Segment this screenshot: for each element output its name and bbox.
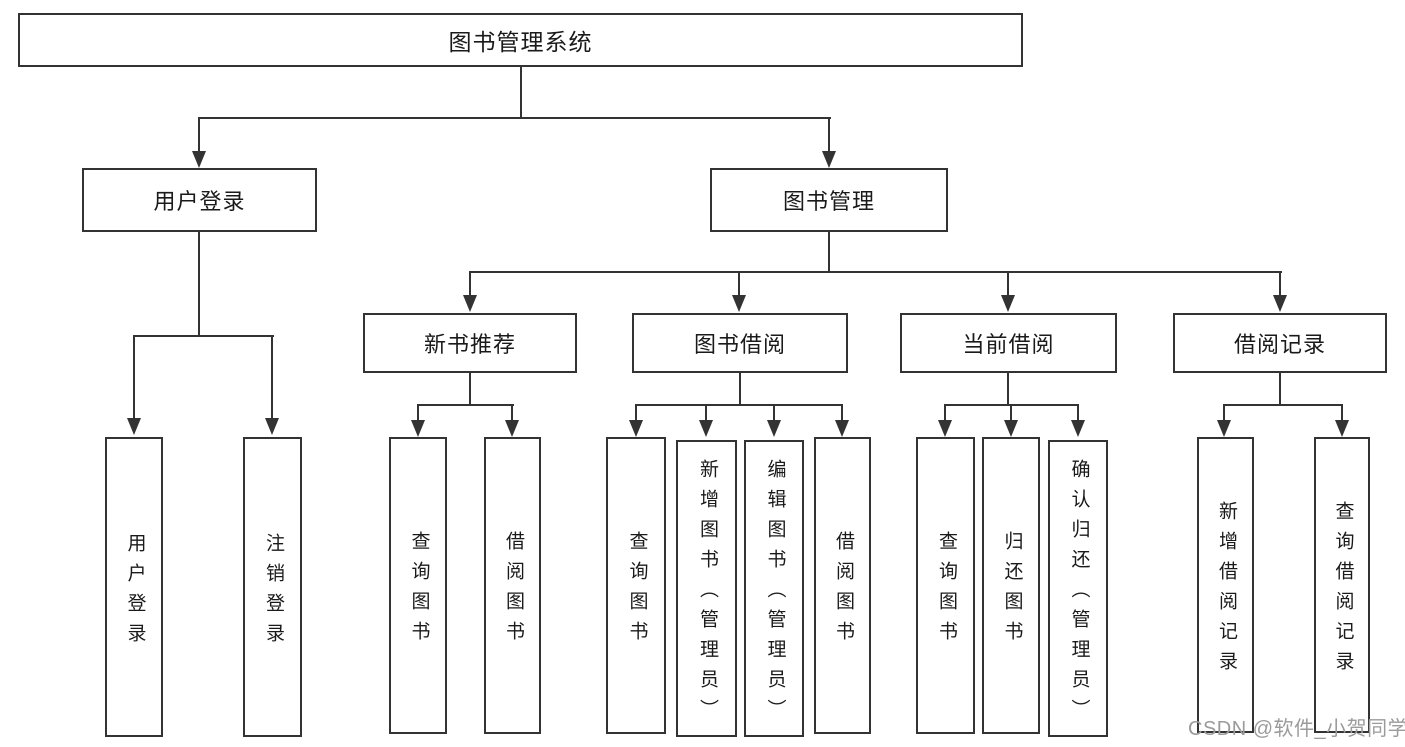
arrowhead-bor-edit [767,420,781,437]
leaf-cur-confirm-return: 确认归还（管理员） [1048,440,1108,737]
connector-new-book-rec-stem [469,373,471,406]
arrowhead-cur-query [938,420,952,437]
connector-drop-bor-query [635,404,637,422]
leaf-cur-return-books-label: 归还图书 [1001,531,1023,651]
node-book-borrowing: 图书借阅 [632,313,848,373]
leaf-cur-query-books: 查询图书 [916,437,975,734]
connector-new-book-rec-hline [417,404,514,406]
leaf-rr-add-record-label: 新增借阅记录 [1215,500,1237,681]
connector-current-borrowing-stem [1007,373,1009,406]
node-book-borrowing-label: 图书借阅 [693,332,786,357]
connector-drop-book-borrowing [738,271,740,297]
leaf-cur-confirm-return-label: 确认归还（管理员） [1068,459,1090,729]
arrowhead-rec-borrow [505,420,519,437]
leaf-bor-query-books: 查询图书 [606,437,666,734]
connector-book-borrowing-stem [739,373,741,406]
arrowhead-bor-borrow [835,420,849,437]
node-current-borrowing-label: 当前借阅 [962,332,1055,357]
leaf-bor-borrow-books: 借阅图书 [814,437,871,734]
leaf-user-login: 用户登录 [105,437,163,737]
connector-drop-leaf-logout [271,335,273,421]
arrowhead-cur-return [1004,420,1018,437]
leaf-user-login-label: 用户登录 [124,532,146,653]
connector-drop-new-book-rec [469,271,471,297]
leaf-bor-add-books: 新增图书（管理员） [676,440,737,737]
arrowhead-book-borrowing [732,295,746,312]
node-user-login-label: 用户登录 [153,189,246,214]
leaf-rec-borrow-books-label: 借阅图书 [502,531,524,651]
node-root: 图书管理系统 [18,13,1023,67]
leaf-rr-query-record: 查询借阅记录 [1314,437,1370,733]
connector-book-mgmt-stem [828,232,830,273]
arrowhead-leaf-user-login [127,418,141,435]
arrowhead-bor-add [699,420,713,437]
arrowhead-rr-add [1217,420,1231,437]
leaf-bor-edit-books: 编辑图书（管理员） [744,440,804,737]
connector-book-mgmt-hline [469,271,1282,273]
arrowhead-book-mgmt [822,151,836,168]
arrowhead-new-book-rec [463,295,477,312]
connector-drop-rec-borrow [511,404,513,422]
arrowhead-current-borrowing [1001,295,1015,312]
leaf-logout-label: 注销登录 [262,532,284,653]
arrowhead-rr-query [1335,420,1349,437]
leaf-logout: 注销登录 [243,437,302,737]
watermark: CSDN @软件_小贺同学 [1188,718,1405,740]
leaf-bor-add-books-label: 新增图书（管理员） [696,459,718,729]
leaf-cur-query-books-label: 查询图书 [935,531,957,651]
connector-drop-bor-borrow [841,404,843,422]
connector-borrowing-records-hline [1223,404,1343,406]
connector-drop-current-borrowing [1007,271,1009,297]
leaf-rec-query-books-label: 查询图书 [408,531,430,651]
arrowhead-borrowing-records [1273,295,1287,312]
connector-root-stem [520,67,522,119]
leaf-bor-edit-books-label: 编辑图书（管理员） [764,459,786,729]
leaf-rec-query-books: 查询图书 [389,437,447,734]
leaf-rr-add-record: 新增借阅记录 [1197,437,1254,733]
arrowhead-rec-query [411,420,425,437]
connector-drop-bor-edit [773,404,775,422]
arrowhead-bor-query [629,420,643,437]
leaf-rr-query-record-label: 查询借阅记录 [1332,500,1354,681]
connector-drop-leaf-user-login [133,335,135,421]
connector-drop-cur-return [1010,404,1012,422]
node-root-label: 图书管理系统 [448,29,593,55]
node-current-borrowing: 当前借阅 [900,313,1117,373]
connector-drop-borrowing-records [1279,271,1281,297]
node-borrowing-records: 借阅记录 [1173,313,1387,373]
leaf-bor-borrow-books-label: 借阅图书 [832,531,854,651]
connector-drop-rr-query [1341,404,1343,422]
leaf-bor-query-books-label: 查询图书 [626,531,648,651]
connector-borrowing-records-stem [1279,373,1281,406]
connector-drop-cur-confirm [1077,404,1079,422]
arrowhead-leaf-logout [265,418,279,435]
connector-drop-rr-add [1223,404,1225,422]
node-new-book-recommend-label: 新书推荐 [423,332,516,357]
connector-drop-book-mgmt [828,117,830,154]
connector-drop-cur-query [944,404,946,422]
connector-drop-bor-add [705,404,707,422]
node-new-book-recommend: 新书推荐 [363,313,577,373]
leaf-rec-borrow-books: 借阅图书 [484,437,541,734]
node-borrowing-records-label: 借阅记录 [1233,332,1326,357]
connector-user-login-stem [198,232,200,337]
arrowhead-cur-confirm [1071,420,1085,437]
node-book-management-label: 图书管理 [782,189,875,214]
connector-drop-user-login [198,117,200,154]
arrowhead-user-login [192,151,206,168]
node-book-management: 图书管理 [710,168,948,232]
node-user-login: 用户登录 [82,168,317,232]
connector-root-hline [198,117,831,119]
leaf-cur-return-books: 归还图书 [982,437,1040,734]
connector-book-borrowing-hline [635,404,843,406]
connector-user-login-hline [133,335,274,337]
connector-drop-rec-query [417,404,419,422]
